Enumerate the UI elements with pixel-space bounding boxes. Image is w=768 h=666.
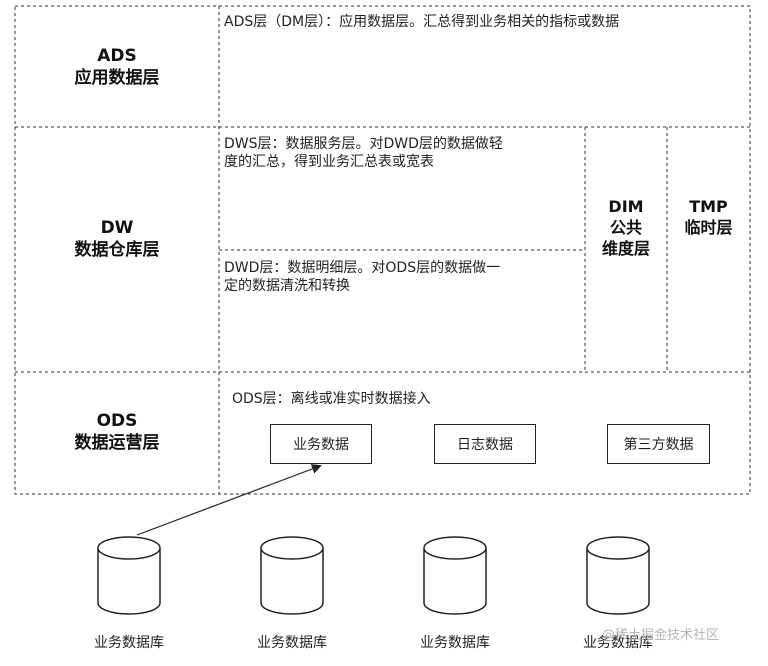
tmp-layer-line1: TMP <box>689 197 728 216</box>
ads-layer-description: ADS层（DM层）：应用数据层。汇总得到业务相关的指标或数据 <box>224 14 620 30</box>
dwd-layer-description: DWD层：数据明细层。对ODS层的数据做一 定的数据清洗和转换 <box>224 259 582 295</box>
ods-layer-title: ODS 数据运营层 <box>15 410 219 454</box>
dwd-description-line1: DWD层：数据明细层。对ODS层的数据做一 <box>224 260 501 276</box>
third-party-data-box: 第三方数据 <box>607 424 710 464</box>
dw-layer-code: DW <box>100 218 134 238</box>
ads-layer-code: ADS <box>97 46 137 66</box>
dws-description-line1: DWS层：数据服务层。对DWD层的数据做轻 <box>224 136 503 152</box>
ods-layer-description: ODS层：离线或准实时数据接入 <box>232 391 431 407</box>
dim-layer-title: DIM 公共 维度层 <box>585 196 667 259</box>
database-label: 业务数据库 <box>257 635 327 651</box>
database-label: 业务数据库 <box>94 635 164 651</box>
database-icon <box>97 536 161 615</box>
ods-layer-name: 数据运营层 <box>74 433 160 453</box>
ads-layer-title: ADS 应用数据层 <box>15 45 219 89</box>
dw-layer-name: 数据仓库层 <box>74 240 160 260</box>
tmp-layer-title: TMP 临时层 <box>667 196 750 238</box>
outer-frame <box>14 5 751 495</box>
database-label: 业务数据库 <box>420 635 490 651</box>
log-data-box: 日志数据 <box>434 424 536 464</box>
dwd-description-line2: 定的数据清洗和转换 <box>224 278 350 294</box>
database-label: 业务数据库 <box>583 635 653 651</box>
database-icon <box>586 536 650 615</box>
dim-layer-line1: DIM <box>608 197 644 216</box>
database-icon <box>260 536 324 615</box>
tmp-layer-line2: 临时层 <box>684 218 733 237</box>
dw-layer-title: DW 数据仓库层 <box>15 217 219 261</box>
dws-description-line2: 度的汇总，得到业务汇总表或宽表 <box>224 154 434 170</box>
ads-layer-name: 应用数据层 <box>74 68 160 88</box>
ods-layer-code: ODS <box>96 411 138 431</box>
data-flow-arrow <box>136 464 322 536</box>
dws-layer-description: DWS层：数据服务层。对DWD层的数据做轻 度的汇总，得到业务汇总表或宽表 <box>224 135 582 171</box>
watermark-text: @稀土掘金技术社区 <box>602 628 720 643</box>
business-data-box: 业务数据 <box>270 424 372 464</box>
dim-layer-line3: 维度层 <box>601 239 650 258</box>
database-icon <box>423 536 487 615</box>
dim-layer-line2: 公共 <box>609 218 642 237</box>
